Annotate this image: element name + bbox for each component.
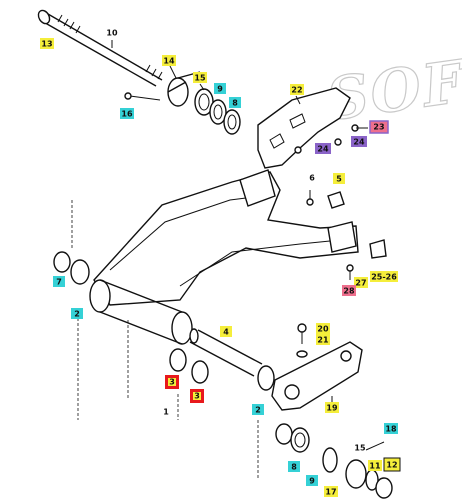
callout-9-upper: 9 (214, 83, 226, 94)
upper-bearing-group (124, 71, 241, 135)
svg-text:20: 20 (317, 325, 329, 334)
svg-text:12: 12 (386, 461, 397, 470)
svg-text:8: 8 (291, 463, 297, 472)
callout-21: 21 (316, 334, 330, 345)
swingarm-body (89, 169, 359, 345)
callout-11: 11 (368, 460, 382, 471)
svg-text:15: 15 (194, 74, 206, 83)
svg-text:23: 23 (373, 123, 384, 132)
callout-2-left: 2 (71, 308, 83, 319)
svg-text:9: 9 (217, 85, 223, 94)
svg-text:27: 27 (355, 279, 366, 288)
svg-text:2: 2 (74, 310, 80, 319)
svg-text:3: 3 (169, 378, 175, 387)
svg-text:11: 11 (369, 462, 381, 471)
svg-text:19: 19 (326, 404, 338, 413)
svg-text:14: 14 (163, 57, 175, 66)
callout-25-26: 25-26 (370, 271, 398, 282)
link-part-19 (271, 341, 363, 411)
svg-text:24: 24 (353, 138, 365, 147)
callout-10: 10 (106, 29, 118, 38)
axle-part-10 (37, 9, 163, 87)
svg-text:15: 15 (354, 444, 366, 453)
svg-text:16: 16 (121, 110, 133, 119)
callout-5: 5 (333, 173, 345, 184)
svg-text:25-26: 25-26 (371, 273, 397, 282)
callout-1: 1 (163, 408, 169, 417)
callout-4: 4 (220, 326, 232, 337)
svg-text:4: 4 (223, 328, 229, 337)
svg-text:22: 22 (291, 86, 302, 95)
callout-23: 23 (369, 120, 389, 134)
callout-16: 16 (120, 108, 134, 119)
svg-text:7: 7 (56, 278, 62, 287)
callout-3-right: 3 (190, 389, 204, 403)
callout-6: 6 (309, 174, 315, 183)
callout-24-left: 24 (315, 143, 331, 154)
callout-8-lower: 8 (288, 461, 300, 472)
callout-7: 7 (53, 276, 65, 287)
svg-text:18: 18 (385, 425, 397, 434)
svg-text:3: 3 (194, 392, 200, 401)
svg-text:24: 24 (317, 145, 329, 154)
svg-text:1: 1 (163, 408, 169, 417)
leader-lines (45, 38, 368, 480)
callout-9-lower: 9 (306, 475, 318, 486)
callout-19: 19 (325, 402, 339, 413)
pivot-shaft-part-4 (53, 251, 275, 391)
svg-text:13: 13 (41, 40, 52, 49)
callout-labels: 13 10 14 15 9 8 16 22 23 24 24 6 5 7 2 2… (40, 29, 401, 497)
callout-14: 14 (162, 55, 176, 66)
svg-text:17: 17 (325, 488, 336, 497)
hardware-bolts (296, 190, 387, 358)
callout-13: 13 (40, 38, 54, 49)
callout-15: 15 (193, 72, 207, 83)
watermark-text: SOFT-W (322, 29, 462, 134)
callout-18: 18 (384, 423, 398, 434)
callout-24-right: 24 (351, 136, 367, 147)
svg-text:28: 28 (343, 287, 355, 296)
svg-text:9: 9 (309, 477, 315, 486)
callout-27: 27 (354, 277, 368, 288)
svg-text:6: 6 (309, 174, 315, 183)
svg-text:10: 10 (106, 29, 118, 38)
callout-12: 12 (383, 457, 401, 472)
callout-22: 22 (290, 84, 304, 95)
svg-text:2: 2 (255, 406, 261, 415)
chain-guard-part-22 (257, 87, 359, 169)
callout-20: 20 (316, 323, 330, 334)
svg-text:5: 5 (336, 175, 342, 184)
callout-8-upper: 8 (229, 97, 241, 108)
callout-17: 17 (324, 486, 338, 497)
svg-text:21: 21 (317, 336, 329, 345)
callout-15-lower: 15 (354, 444, 366, 453)
svg-text:8: 8 (232, 99, 238, 108)
callout-2-right: 2 (252, 404, 264, 415)
callout-3-left: 3 (165, 375, 179, 389)
callout-28: 28 (342, 285, 356, 296)
lower-bearing-group (275, 423, 393, 499)
